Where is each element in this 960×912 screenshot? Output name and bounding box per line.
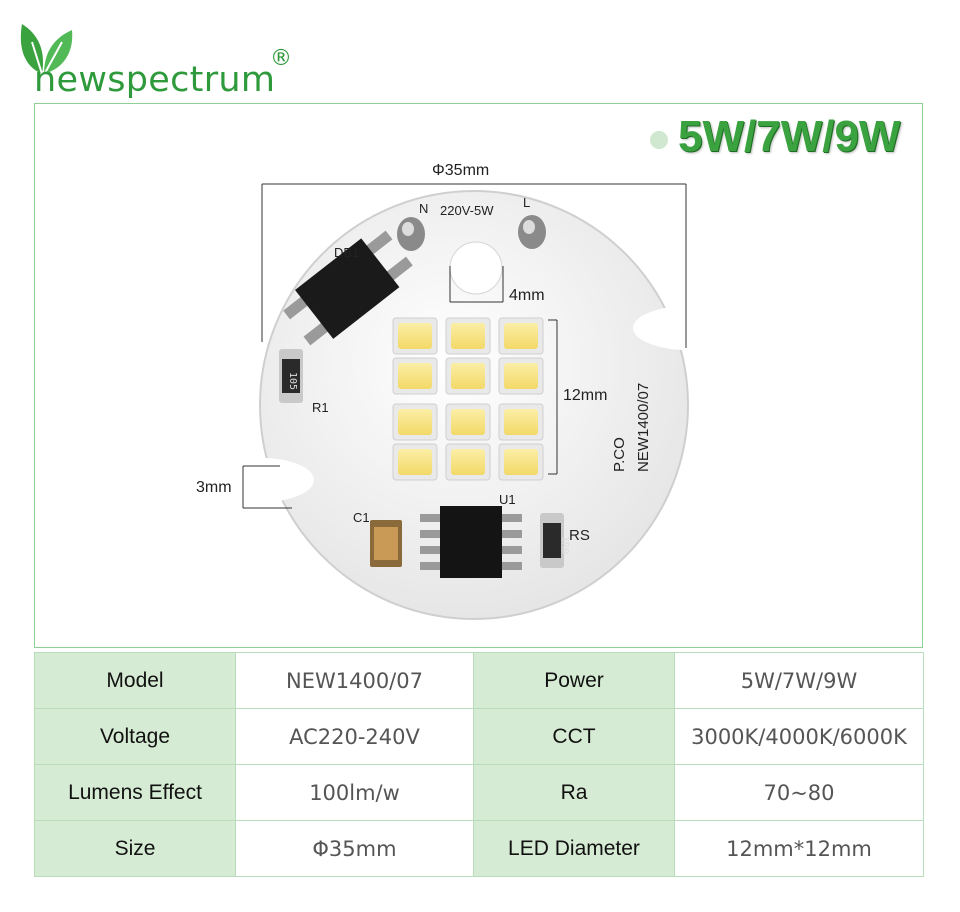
capacitor-c1 [370,520,402,567]
resistor-r1 [279,349,303,403]
dimension-notch [242,465,292,509]
spec-value: 3000K/4000K/6000K [674,708,924,765]
silk-u1: U1 [499,492,516,507]
silk-rs: RS [569,527,590,544]
table-row: Voltage AC220-240V CCT 3000K/4000K/6000K [34,708,924,765]
resistor-rs [540,513,564,568]
brand-logo [14,18,314,108]
spec-label: Lumens Effect [34,764,236,821]
solder-pad-n [397,217,425,251]
silk-r1-code: 105 [287,372,298,390]
dimension-hole-label: 4mm [509,287,545,304]
led-matrix [392,317,544,481]
silk-rating: 220V-5W [440,203,494,218]
silk-model: NEW1400/07 [635,383,652,472]
silk-l: L [523,195,530,210]
led-chip [392,317,438,355]
silk-n: N [419,201,428,216]
spec-label: Ra [473,764,675,821]
spec-label: Power [473,652,675,709]
led-chip [498,443,544,481]
spec-label: Model [34,652,236,709]
spec-value: 5W/7W/9W [674,652,924,709]
bridge-rectifier-db1 [283,230,413,346]
table-row: Lumens Effect 100lm/w Ra 70~80 [34,764,924,821]
brand-name: newspectrum [34,60,276,100]
dimension-led-area [548,319,558,475]
silk-c1: C1 [353,510,370,525]
dimension-hole [449,266,504,303]
leaf-icon [20,24,73,75]
led-chip [445,357,491,395]
badge-dot-icon [650,131,668,149]
led-chip [498,357,544,395]
led-chip [445,443,491,481]
led-chip [498,403,544,441]
dimension-diameter-label: Φ35mm [432,162,489,179]
spec-value: 12mm*12mm [674,820,924,877]
silk-rs-code: 1R0 [559,536,570,554]
ic-u1 [420,506,522,578]
led-chip [445,403,491,441]
pcb-illustration: N 220V-5W L DB1 105 R1 P.CO NEW1400/07 C… [196,162,689,620]
spec-value: NEW1400/07 [235,652,474,709]
spec-label: Voltage [34,708,236,765]
spec-label: LED Diameter [473,820,675,877]
registered-mark: ® [270,46,292,71]
spec-label: CCT [473,708,675,765]
dimension-notch-label: 3mm [196,479,232,496]
table-row: Model NEW1400/07 Power 5W/7W/9W [34,652,924,709]
solder-pad-l [518,215,546,249]
silk-db1: DB1 [334,245,359,260]
dimension-diameter [261,183,687,348]
led-chip [392,357,438,395]
spec-value: 70~80 [674,764,924,821]
led-chip [392,443,438,481]
silk-pco: P.CO [611,437,628,472]
led-chip [445,317,491,355]
led-chip [498,317,544,355]
table-row: Size Φ35mm LED Diameter 12mm*12mm [34,820,924,877]
spec-label: Size [34,820,236,877]
spec-value: AC220-240V [235,708,474,765]
led-chip [392,403,438,441]
spec-value: 100lm/w [235,764,474,821]
power-badge: 5W/7W/9W [678,112,901,161]
dimension-led-area-label: 12mm [563,387,607,404]
spec-table: Model NEW1400/07 Power 5W/7W/9W Voltage … [34,652,924,877]
spec-value: Φ35mm [235,820,474,877]
silk-r1: R1 [312,400,329,415]
